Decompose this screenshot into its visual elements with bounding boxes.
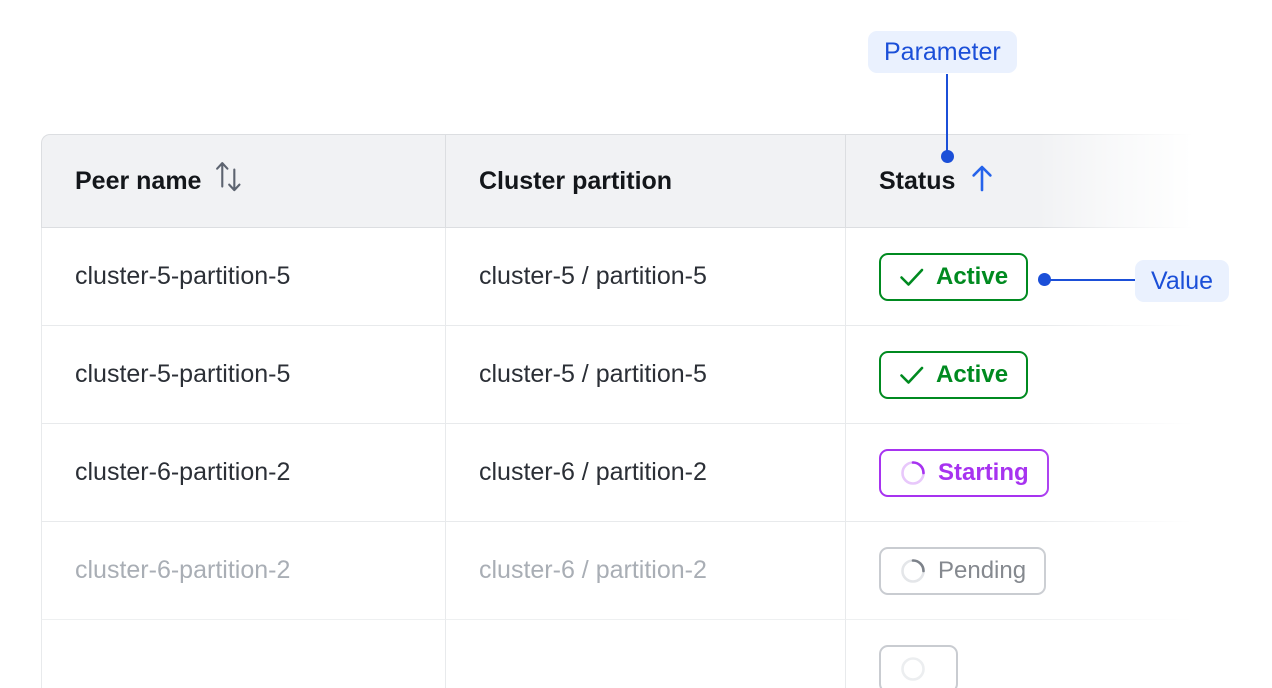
- status-badge-label: Active: [936, 360, 1009, 388]
- table-row[interactable]: cluster-6-partition-2 cluster-6 / partit…: [41, 424, 1193, 522]
- sort-updown-icon[interactable]: [215, 161, 245, 202]
- status-badge[interactable]: Starting: [879, 448, 1049, 497]
- annotation-dot-parameter: [941, 150, 954, 163]
- peers-table: Peer name Cluster partition: [41, 134, 1193, 688]
- table-row[interactable]: cluster-5-partition-5 cluster-5 / partit…: [41, 228, 1193, 326]
- spinner-icon: [899, 655, 927, 683]
- annotation-dot-value: [1038, 273, 1051, 286]
- column-header-cluster-partition-label: Cluster partition: [479, 166, 673, 195]
- cell-cluster-partition: cluster-6 / partition-2: [445, 424, 845, 522]
- cell-cluster-partition: cluster-5 / partition-5: [445, 326, 845, 424]
- annotation-connector-value: [1048, 279, 1136, 281]
- table-row[interactable]: cluster-5-partition-5 cluster-5 / partit…: [41, 326, 1193, 424]
- status-badge-label: Active: [936, 262, 1009, 290]
- cell-cluster-partition: [445, 620, 845, 688]
- column-header-cluster-partition[interactable]: Cluster partition: [445, 134, 845, 228]
- table-header-row: Peer name Cluster partition: [41, 134, 1193, 228]
- status-badge[interactable]: Pending: [879, 546, 1047, 595]
- cell-status: Active: [845, 326, 1193, 424]
- arrow-up-icon[interactable]: [969, 163, 995, 200]
- column-header-status-label: Status: [879, 166, 956, 195]
- status-badge-label: Pending: [938, 556, 1027, 584]
- status-badge[interactable]: Active: [879, 350, 1029, 399]
- cell-peer-name: cluster-5-partition-5: [41, 326, 445, 424]
- spinner-icon: [899, 557, 927, 585]
- spinner-icon: [899, 459, 927, 487]
- table-body: cluster-5-partition-5 cluster-5 / partit…: [41, 228, 1193, 688]
- cell-peer-name: cluster-6-partition-2: [41, 522, 445, 620]
- cell-status: [845, 620, 1193, 688]
- column-header-peer-name-label: Peer name: [75, 166, 202, 195]
- cell-peer-name: cluster-6-partition-2: [41, 424, 445, 522]
- annotation-label-value: Value: [1135, 260, 1230, 302]
- check-icon: [899, 266, 925, 288]
- cell-status: Starting: [845, 424, 1193, 522]
- status-badge-label: Starting: [938, 458, 1029, 486]
- cell-cluster-partition: cluster-5 / partition-5: [445, 228, 845, 326]
- cell-peer-name: cluster-5-partition-5: [41, 228, 445, 326]
- column-header-status[interactable]: Status: [845, 134, 1193, 228]
- cell-cluster-partition: cluster-6 / partition-2: [445, 522, 845, 620]
- annotation-connector-parameter: [946, 74, 948, 157]
- check-icon: [899, 364, 925, 386]
- annotation-label-parameter: Parameter: [868, 31, 1017, 73]
- column-header-peer-name[interactable]: Peer name: [41, 134, 445, 228]
- cell-peer-name: [41, 620, 445, 688]
- status-badge[interactable]: Active: [879, 252, 1029, 301]
- table-row[interactable]: [41, 620, 1193, 688]
- peers-table-container: Peer name Cluster partition: [41, 134, 1193, 688]
- status-badge[interactable]: [879, 644, 958, 688]
- table-header: Peer name Cluster partition: [41, 134, 1193, 228]
- table-row[interactable]: cluster-6-partition-2 cluster-6 / partit…: [41, 522, 1193, 620]
- cell-status: Pending: [845, 522, 1193, 620]
